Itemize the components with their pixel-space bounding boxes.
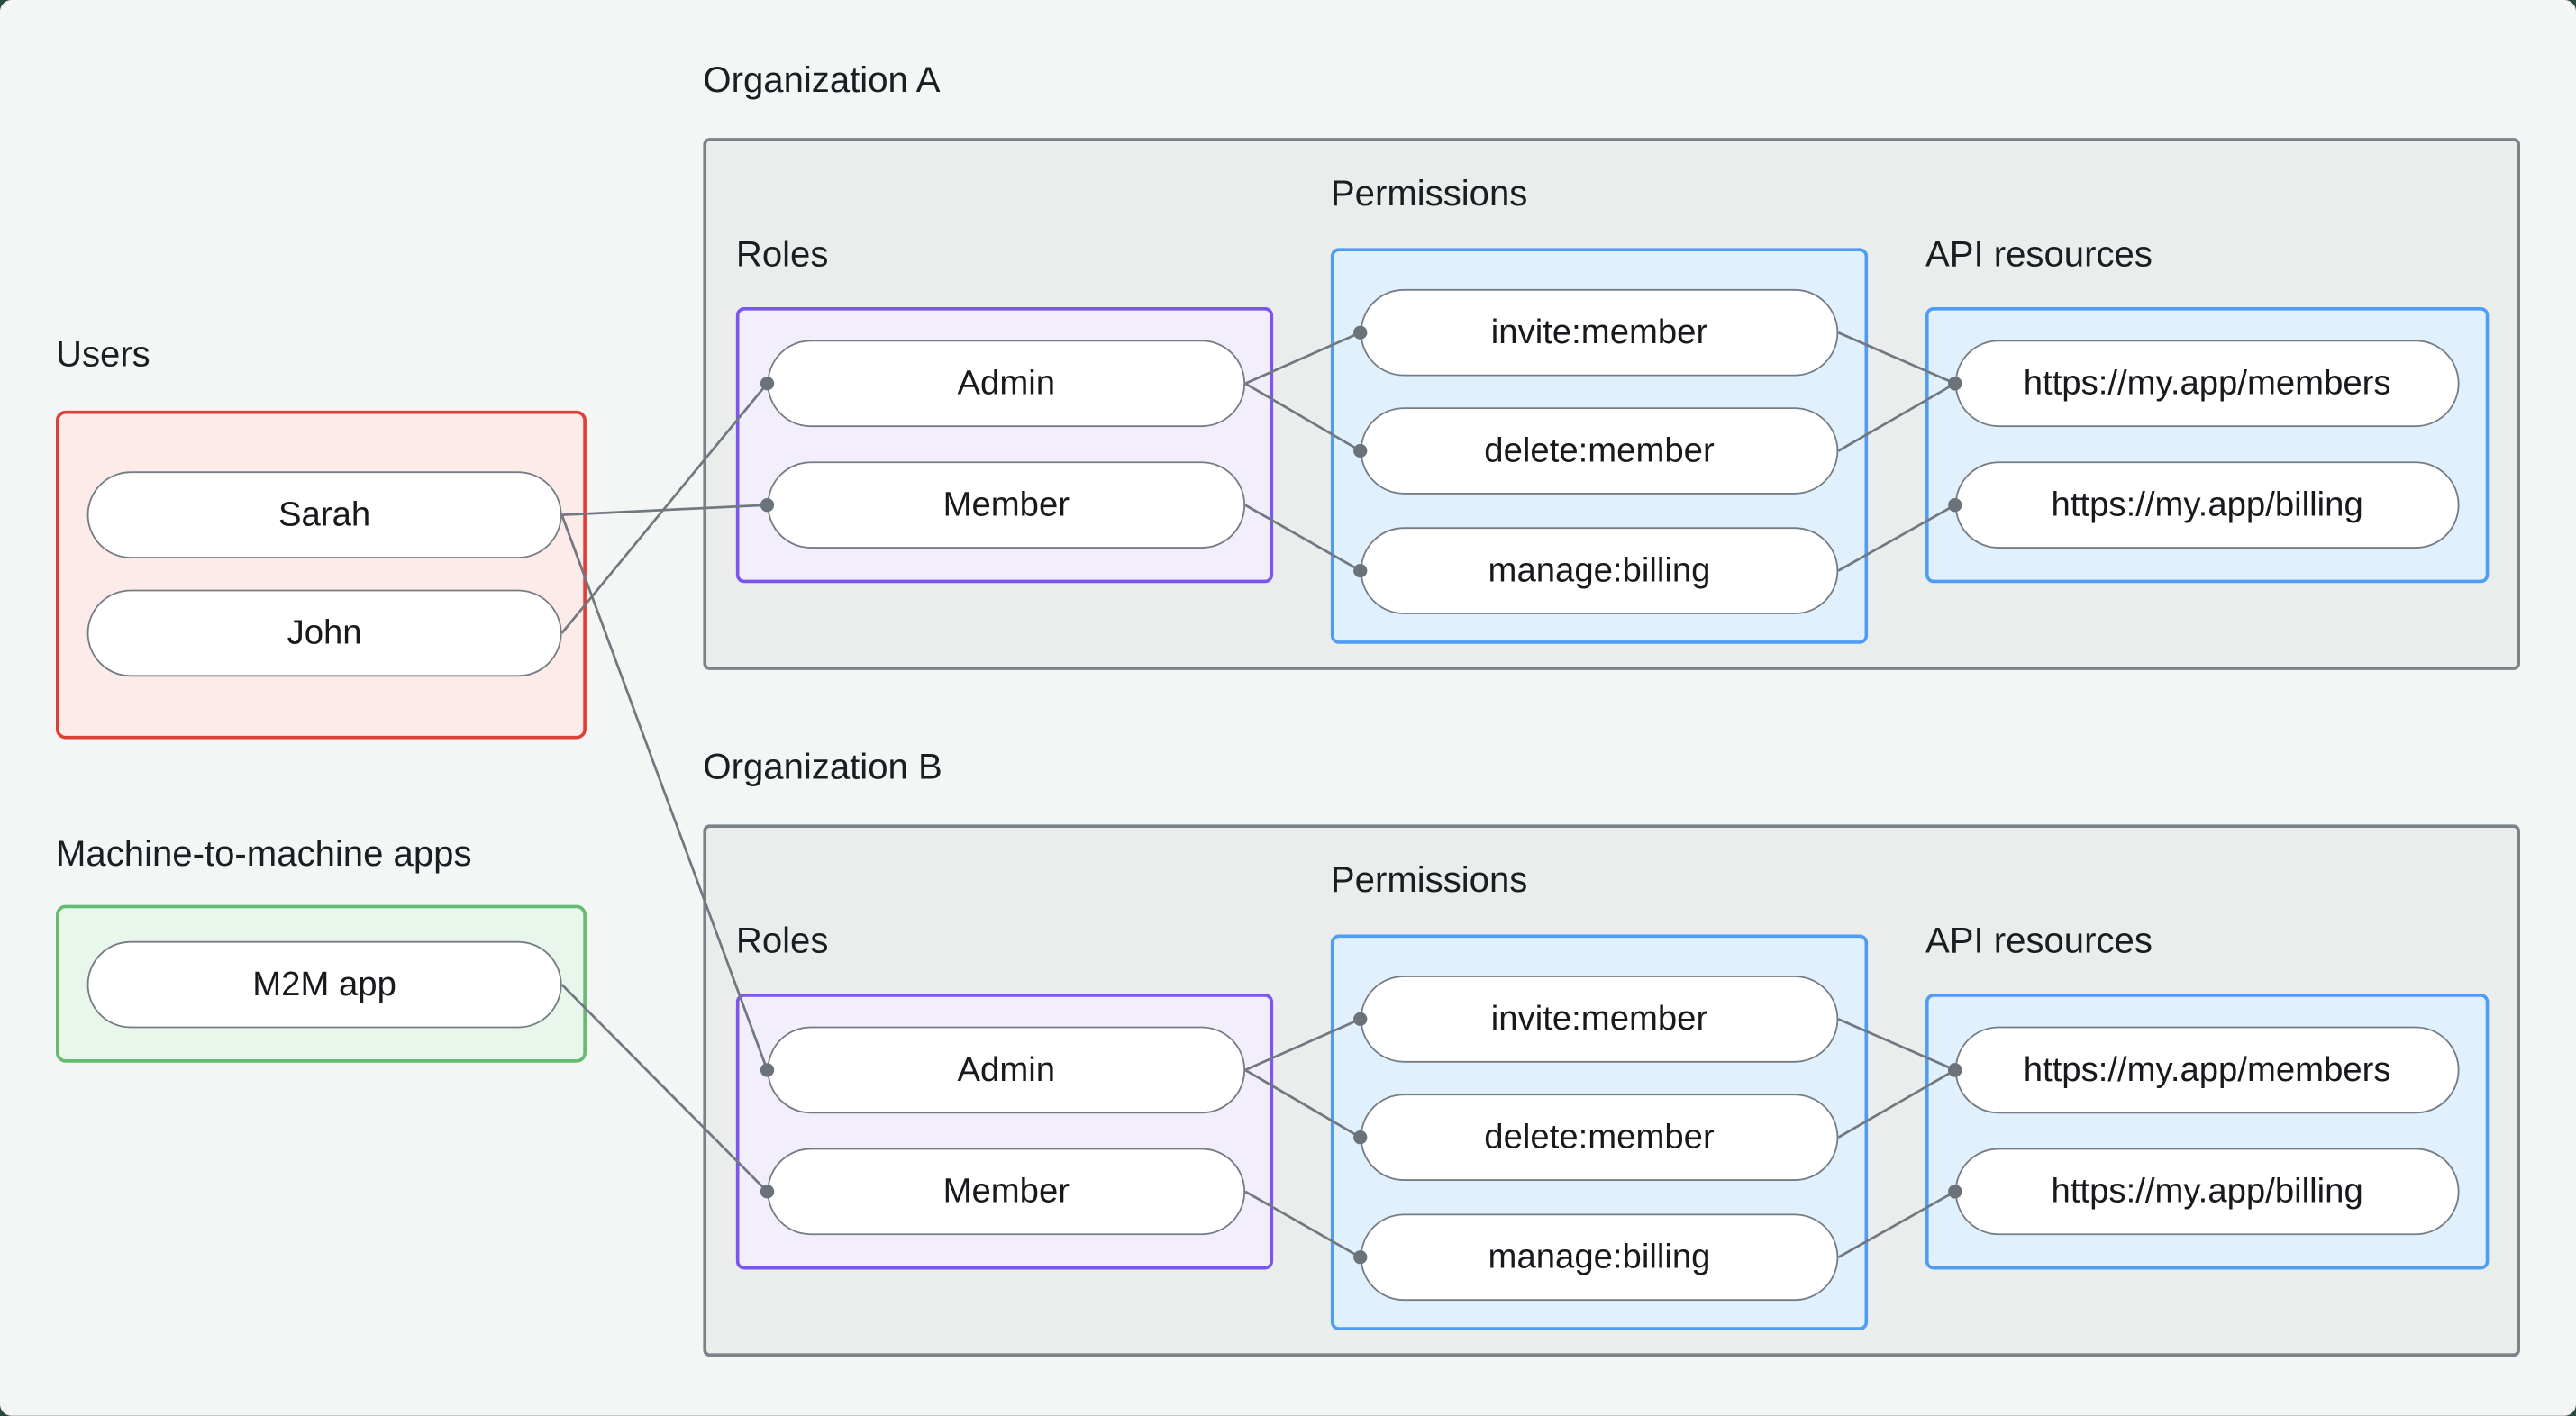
org-a-permission-delete-member: delete:member [1360,407,1839,495]
org-a-permission-invite-member: invite:member [1360,288,1839,377]
org-a-api-members: https://my.app/members [1954,340,2460,428]
org-a-role-member: Member [767,461,1246,549]
org-a-title: Organization A [703,59,941,101]
org-b-permission-invite-member: invite:member [1360,976,1839,1063]
users-group-box [55,410,587,740]
org-b-title: Organization B [703,745,942,787]
org-b-role-member: Member [767,1148,1246,1236]
org-a-role-admin: Admin [767,340,1246,428]
org-a-roles-label: Roles [735,232,829,275]
org-a-permission-manage-billing: manage:billing [1360,527,1839,614]
org-b-permission-delete-member: delete:member [1360,1094,1839,1181]
org-b-permission-manage-billing: manage:billing [1360,1213,1839,1302]
m2m-group-label: Machine-to-machine apps [55,832,472,875]
users-group-label: Users [55,333,150,375]
org-b-api-billing: https://my.app/billing [1954,1148,2460,1236]
org-a-api-billing: https://my.app/billing [1954,461,2460,549]
org-b-permissions-label: Permissions [1330,858,1528,901]
org-a-permissions-label: Permissions [1330,172,1528,214]
org-b-api-members: https://my.app/members [1954,1026,2460,1114]
org-b-role-admin: Admin [767,1026,1246,1114]
org-b-roles-label: Roles [735,920,829,961]
user-node-sarah: Sarah [86,471,562,558]
org-b-api-resources-label: API resources [1925,920,2153,961]
org-a-api-resources-label: API resources [1925,232,2153,275]
user-node-john: John [86,589,562,677]
m2m-app-node: M2M app [86,940,562,1029]
